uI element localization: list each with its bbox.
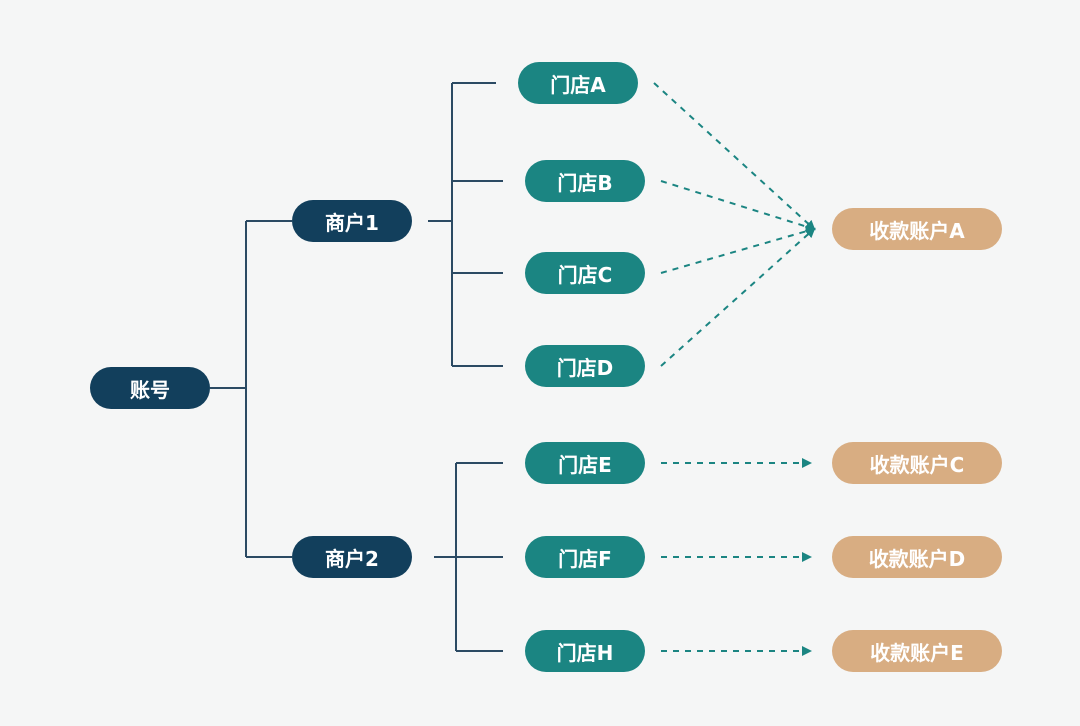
arrow-store-b: [660, 180, 816, 232]
arrow-store-c: [660, 226, 816, 274]
store-node-b: 门店B: [525, 160, 645, 202]
merchant-node-1: 商户1: [292, 200, 412, 242]
store-node-f: 门店F: [525, 536, 645, 578]
store-node-c: 门店C: [525, 252, 645, 294]
root-node-account: 账号: [90, 367, 210, 409]
account-node-a: 收款账户A: [832, 208, 1002, 250]
arrow-store-d: [660, 227, 816, 367]
arrow-store-a: [653, 82, 816, 231]
store-node-a: 门店A: [518, 62, 638, 104]
account-node-c: 收款账户C: [832, 442, 1002, 484]
account-node-d: 收款账户D: [832, 536, 1002, 578]
store-node-e: 门店E: [525, 442, 645, 484]
store-node-h: 门店H: [525, 630, 645, 672]
merchant-node-2: 商户2: [292, 536, 412, 578]
account-node-e: 收款账户E: [832, 630, 1002, 672]
store-node-d: 门店D: [525, 345, 645, 387]
